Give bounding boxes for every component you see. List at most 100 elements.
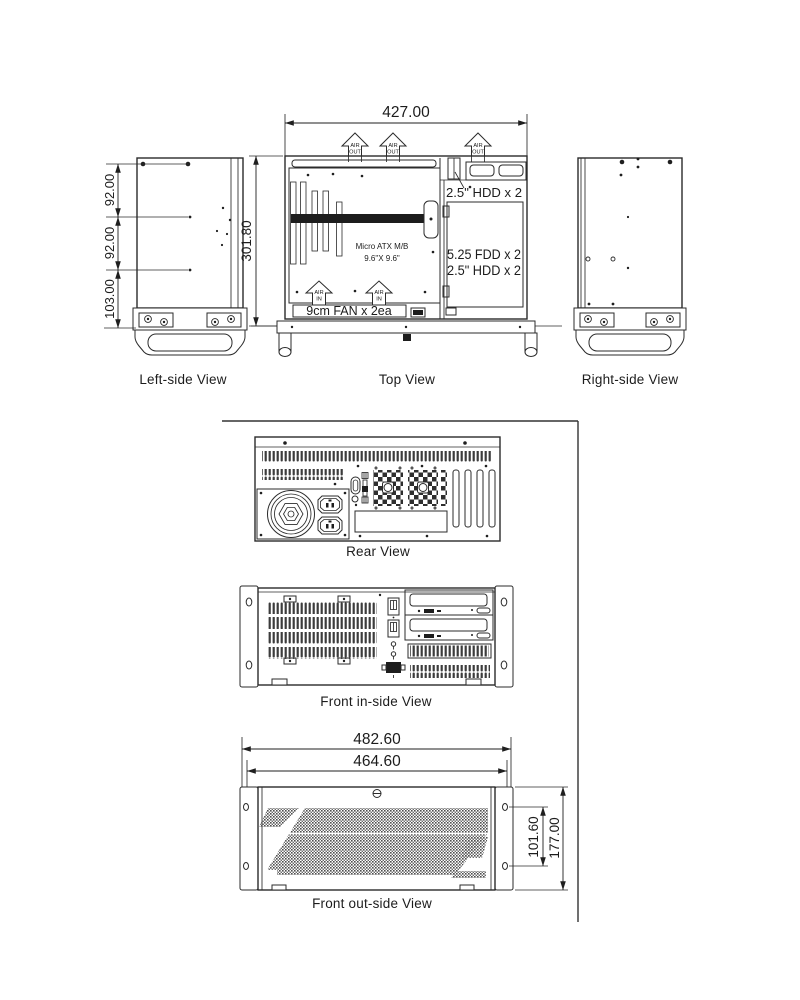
air-in-arrow-1: AIR IN (304, 280, 334, 306)
air-out-arrow-3: AIR OUT (463, 132, 493, 162)
right-view-handle (575, 329, 685, 356)
emi-vent-blocks (373, 466, 447, 510)
bay-label-hdd: 2.5" HDD x 2 (447, 263, 521, 278)
rear-screws (333, 464, 489, 538)
front-out-ear-left (239, 786, 259, 891)
top-view-depth-dimension: 301.80 (239, 155, 283, 327)
dim-301-80: 301.80 (239, 220, 254, 261)
right-view-rail-screws (584, 315, 674, 326)
dim-482-60: 482.60 (353, 731, 401, 748)
right-side-view-label: Right-side View (582, 372, 679, 387)
rear-vent-row-2 (262, 469, 344, 480)
bay-label-fdd: 5.25 FDD x 2 (447, 247, 521, 262)
front-outside-view-label: Front out-side View (312, 896, 432, 911)
rear-vent-row-1 (262, 451, 492, 462)
air-out-text-1a: AIR (350, 143, 359, 149)
motherboard-label-1: Micro ATX M/B (356, 242, 409, 251)
dim-101-60: 101.60 (526, 816, 541, 857)
rear-view: Rear View (254, 436, 501, 559)
dim-92-lower: 92.00 (102, 227, 117, 260)
top-view-label: Top View (379, 372, 435, 387)
front-in-vent-rows (407, 643, 492, 678)
led-indicators (390, 641, 397, 660)
air-out-text-1b: OUT (349, 150, 361, 156)
front-latch (403, 334, 411, 341)
air-in-arrow-2: AIR IN (364, 280, 394, 306)
dim-427: 427.00 (382, 104, 430, 121)
air-out-text-3b: OUT (472, 150, 484, 156)
front-out-tab-right (459, 884, 475, 891)
dim-92-upper: 92.00 (102, 174, 117, 207)
reset-switch (387, 619, 400, 638)
air-in-text-2a: AIR (374, 290, 383, 296)
right-view-screws (585, 157, 673, 306)
motherboard-standoffs (295, 172, 472, 294)
hdd-leader-line (454, 171, 465, 189)
rear-panel (254, 436, 501, 542)
rear-rim-bar (291, 159, 437, 168)
front-out-body (257, 786, 496, 891)
motherboard-label-2: 9.6"X 9.6" (364, 254, 400, 263)
front-in-tab-right (465, 678, 482, 686)
rear-view-label: Rear View (346, 544, 410, 559)
expansion-slot-covers (452, 469, 496, 528)
dim-103: 103.00 (102, 279, 117, 319)
section-border (222, 420, 579, 922)
optical-drive-bays (404, 589, 494, 641)
air-in-text-2b: IN (376, 297, 382, 303)
air-in-text-1b: IN (316, 297, 322, 303)
rear-blank-plate (354, 510, 448, 533)
air-in-text-1a: AIR (314, 290, 323, 296)
dim-464-60: 464.60 (353, 753, 401, 770)
hdd-bracket-top (447, 157, 527, 181)
front-out-ear-right (494, 786, 514, 891)
left-view-handle (134, 329, 246, 356)
front-io-connector (410, 307, 457, 318)
right-view-body (577, 157, 683, 309)
rear-io-ports (350, 472, 369, 507)
drive-bay-box (446, 201, 524, 308)
ac-inlet-2 (317, 516, 343, 535)
left-side-view-label: Left-side View (139, 372, 226, 387)
front-mesh (259, 808, 488, 878)
hdd-top-label: 2.5" HDD x 2 (446, 185, 522, 200)
usb-port (381, 662, 406, 678)
air-in-arrows: AIR IN AIR IN (304, 280, 394, 306)
ac-inlet-1 (317, 495, 343, 514)
power-switch (387, 597, 400, 619)
top-view-width-dimension: 427.00 (284, 104, 528, 156)
fan-label: 9cm FAN x 2ea (306, 304, 391, 318)
front-outside-view: 482.60 464.60 (239, 731, 568, 911)
psu (256, 488, 350, 540)
front-in-ear-right (494, 585, 514, 688)
left-view-screws (140, 161, 232, 272)
top-view-chassis (284, 155, 528, 320)
front-in-tab-left (271, 678, 288, 686)
fan-label-box (292, 304, 407, 318)
front-in-ear-left (239, 585, 259, 688)
front-in-body (257, 587, 496, 686)
left-view-rail-screws (144, 315, 235, 326)
front-out-width-dimensions: 482.60 464.60 (241, 731, 512, 787)
card-holddown-bar (291, 214, 426, 223)
air-out-arrow-1: AIR OUT (340, 132, 370, 162)
top-view-handles (278, 332, 538, 357)
left-side-view: 92.00 92.00 103.00 Left-side View (102, 157, 248, 387)
front-inside-view-label: Front in-side View (320, 694, 431, 709)
front-out-tab-left (271, 884, 287, 891)
right-side-view: Right-side View (573, 157, 687, 387)
top-view: 427.00 301.80 AIR OUT AIR OUT (239, 104, 562, 387)
air-out-arrows: AIR OUT AIR OUT AIR OUT (340, 132, 493, 162)
air-out-text-2a: AIR (388, 143, 397, 149)
air-out-text-3a: AIR (473, 143, 482, 149)
air-out-text-2b: OUT (387, 150, 399, 156)
thumbscrew (372, 789, 382, 798)
front-inside-view: Front in-side View (239, 585, 514, 709)
psu-screws (259, 491, 347, 537)
front-vent-grille (268, 593, 382, 665)
left-view-dimensions: 92.00 92.00 103.00 (102, 163, 190, 329)
front-out-height-dimensions: 101.60 177.00 (509, 786, 568, 891)
dim-177-00: 177.00 (547, 817, 562, 858)
